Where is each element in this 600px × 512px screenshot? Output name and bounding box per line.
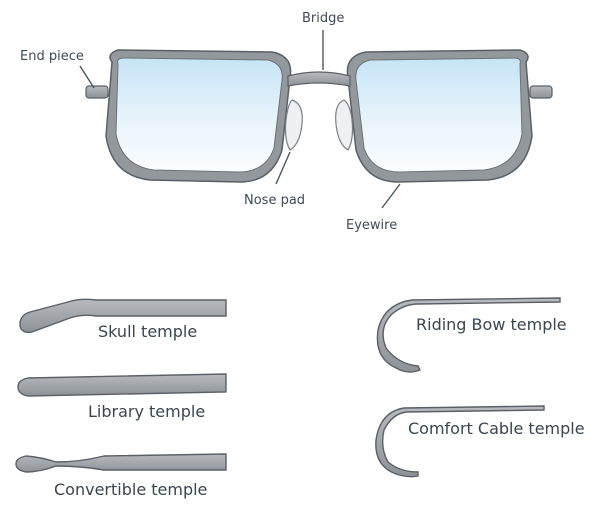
skull-temple-label: Skull temple [98, 322, 198, 341]
skull-temple-shape [19, 298, 227, 334]
comfort-cable-temple-label: Comfort Cable temple [408, 419, 585, 438]
comfort-cable-temple-shape [375, 405, 545, 478]
nose-pad-label: Nose pad [244, 193, 306, 208]
nose-pad-leader [275, 151, 291, 185]
nose-pad-right [335, 99, 354, 151]
library-temple-label: Library temple [88, 402, 206, 421]
end-piece-left [85, 85, 109, 99]
leader-lines [79, 30, 401, 209]
bridge [287, 71, 351, 87]
end-piece-right [529, 85, 553, 99]
end-piece-leader [79, 65, 95, 89]
lens-left [115, 57, 283, 173]
bridge-label: Bridge [302, 11, 345, 26]
eyewire-leader [381, 183, 401, 209]
riding-bow-temple-shape [376, 297, 561, 373]
nose-pad-left [284, 99, 303, 151]
library-temple-shape [17, 373, 227, 397]
convertible-temple-shape [15, 453, 227, 473]
riding-bow-temple-label: Riding Bow temple [416, 315, 567, 334]
end-piece-label: End piece [20, 49, 84, 64]
eyewire-label: Eyewire [346, 218, 398, 233]
glasses-front [85, 49, 553, 183]
lens-right [355, 57, 523, 173]
convertible-temple-label: Convertible temple [54, 480, 208, 499]
